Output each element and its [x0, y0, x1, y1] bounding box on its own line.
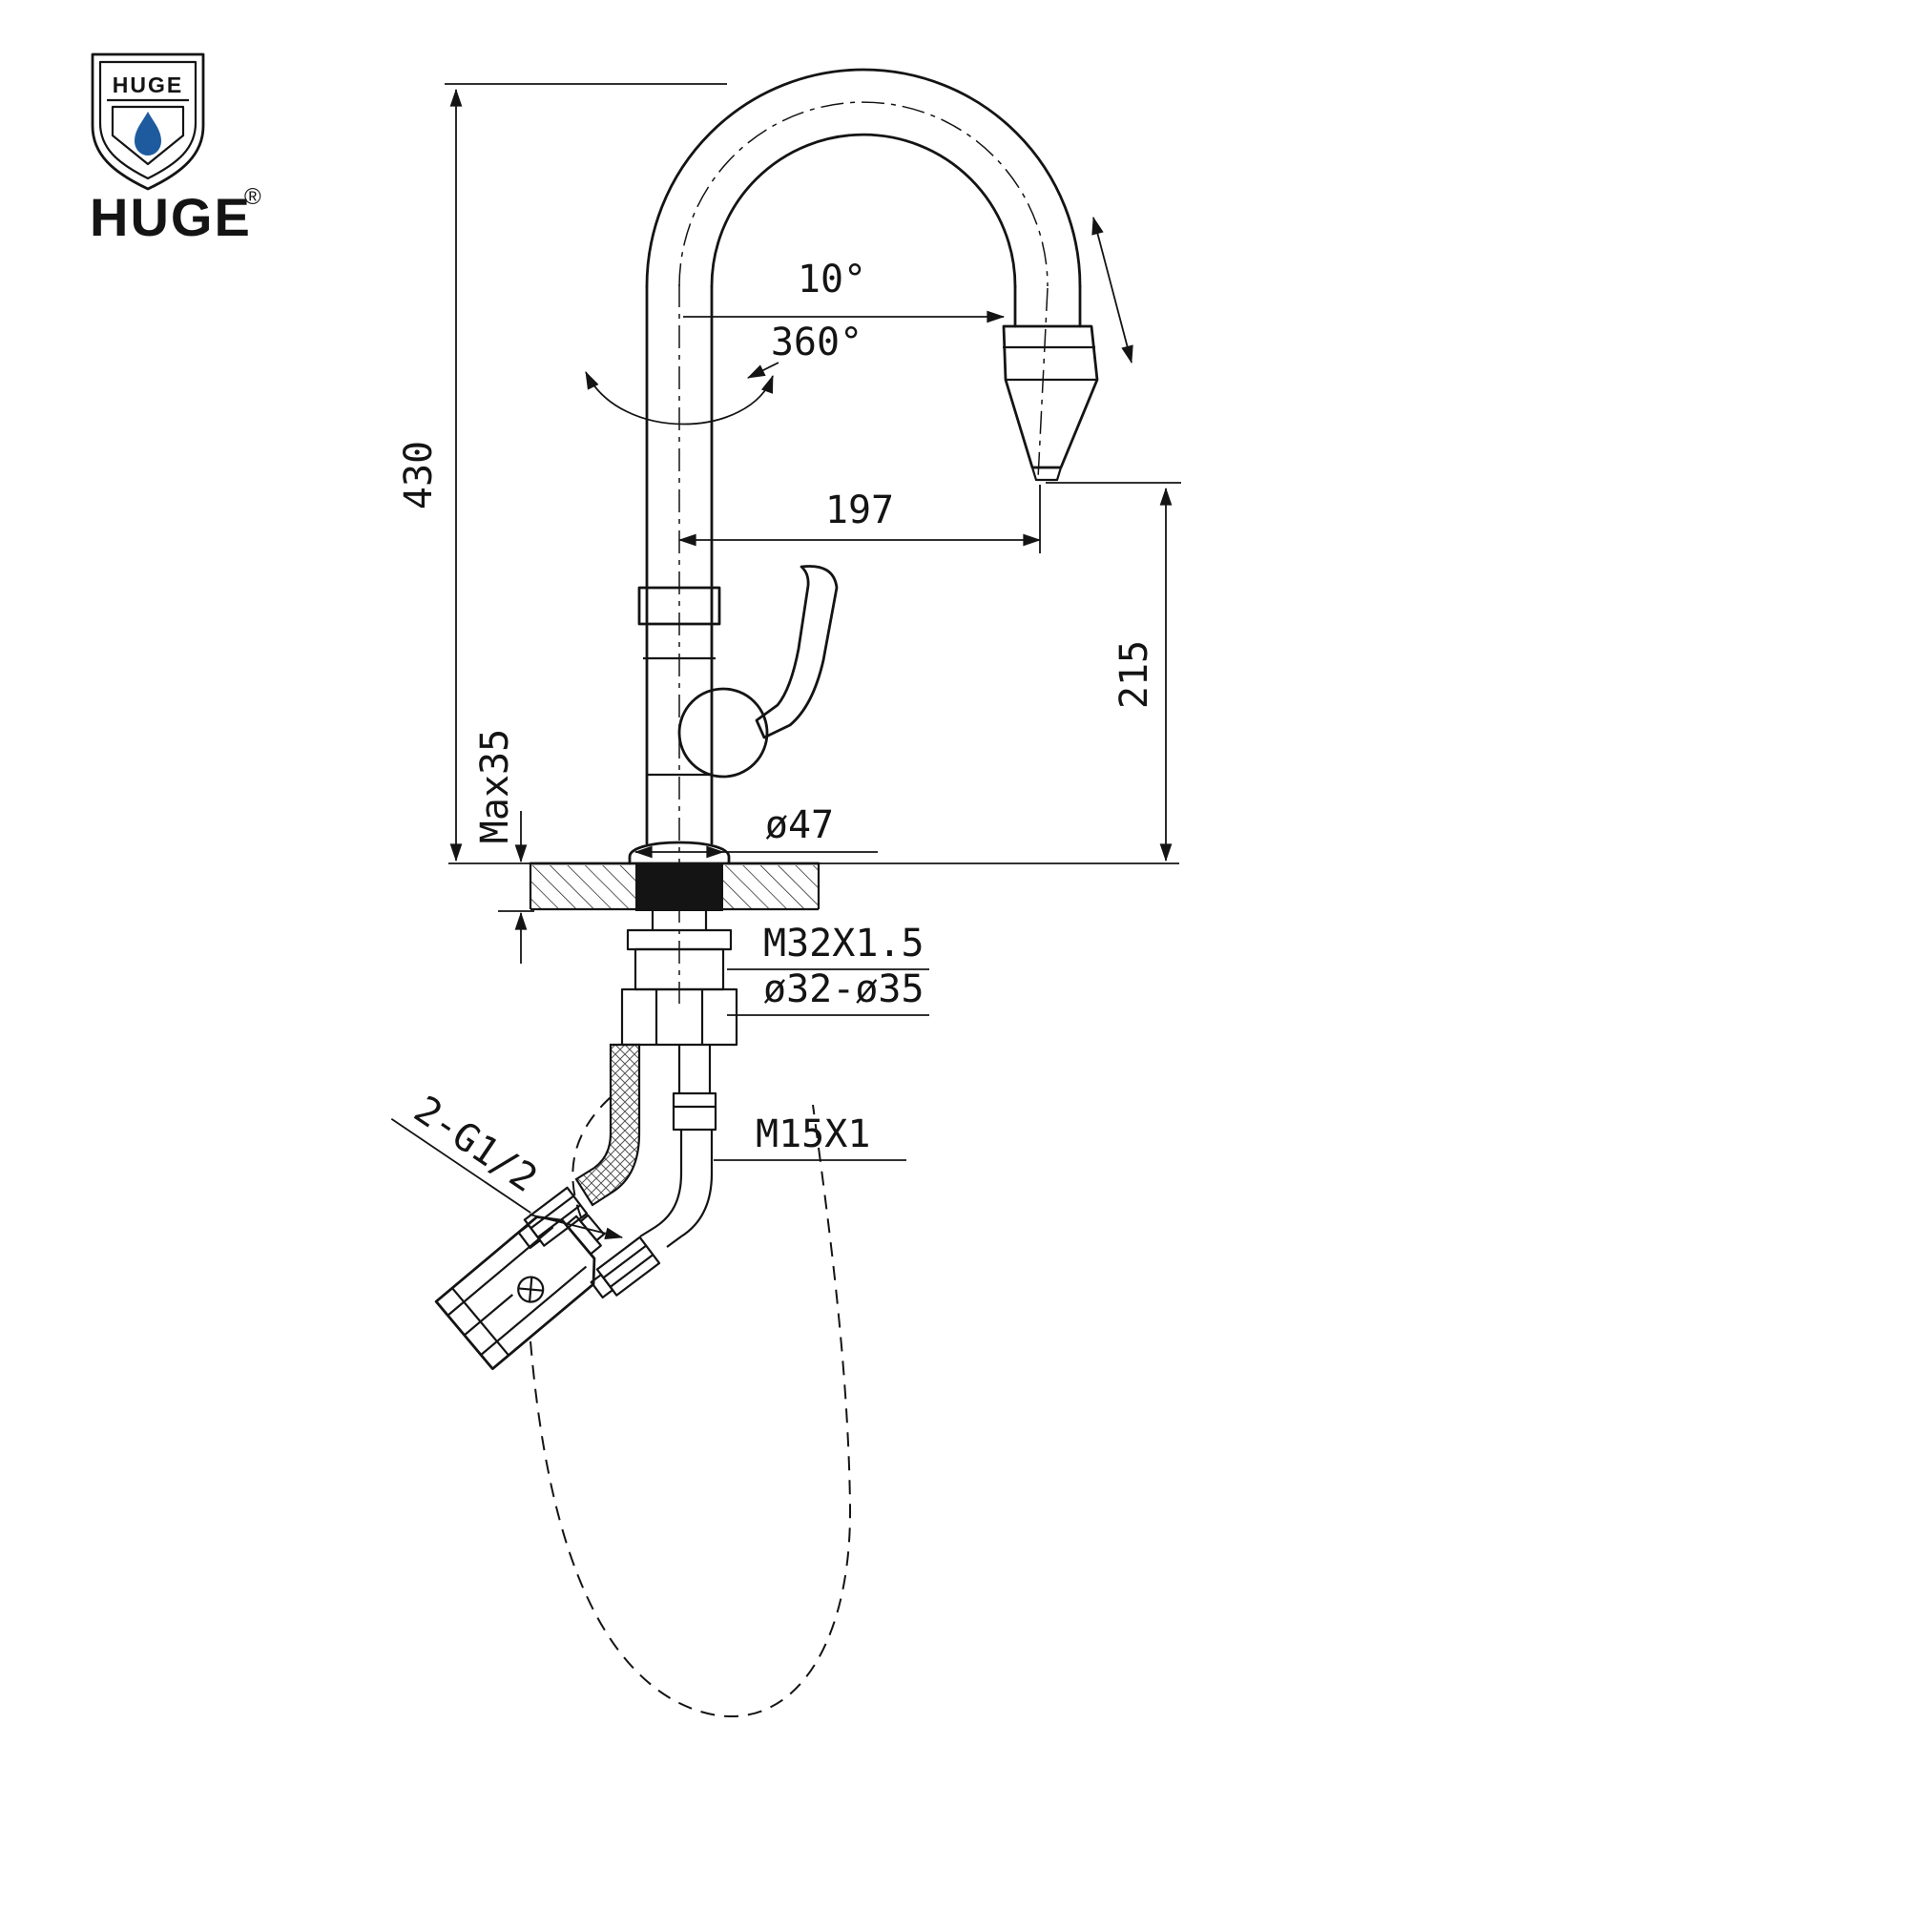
supply-hose: [639, 1045, 717, 1248]
counter-hatch-left: [530, 865, 635, 909]
water-drop-icon: [135, 112, 161, 156]
centerlines: [678, 101, 1049, 1004]
hose-dashed-upper: [571, 1096, 612, 1230]
centerline-spray: [1037, 287, 1049, 480]
dim-outlet-height-label: 215: [1112, 640, 1156, 709]
dim-total-height: 430: [397, 83, 727, 862]
pullout-hose-dashed: [530, 1096, 852, 1717]
spray-tilt-angle-label: 10°: [798, 258, 866, 301]
counter-hatch-right: [723, 865, 819, 909]
logo-shield-text: HUGE: [113, 73, 183, 97]
spray-head: [1002, 324, 1099, 482]
dim-hose-thread-label: M15X1: [756, 1112, 870, 1156]
pullout-direction-arrow: [1091, 216, 1133, 364]
centerline-gooseneck: [678, 101, 1049, 287]
hose-coupler: [672, 1091, 717, 1132]
logo-shield-outer: [91, 52, 205, 191]
rotation-arrow: [585, 370, 774, 426]
logo-pentagon: [111, 105, 185, 166]
dim-base-diameter: ø47: [634, 803, 878, 859]
under-counter-hardware: [517, 911, 738, 1299]
dim-mounting-thread: M32X1.5: [727, 922, 929, 970]
dim-hose-thread: M15X1: [714, 1112, 906, 1161]
swivel-angle-label: 360°: [771, 321, 862, 364]
dim-outlet-height: 215: [1046, 482, 1181, 862]
brand-wordmark: HUGE: [90, 187, 252, 247]
dim-deck-thickness: Max35: [473, 729, 534, 964]
dim-mounting-thread-label: M32X1.5: [763, 922, 924, 966]
counter-deck: [448, 862, 1179, 911]
hose-fitting-b: [590, 1236, 661, 1299]
faucet-outline: [628, 68, 1099, 865]
brand-logo: HUGE HUGE ®: [90, 52, 261, 247]
swivel-angle: 360°: [585, 321, 862, 426]
valve-body: [677, 687, 769, 779]
swivel-collar: [637, 586, 721, 777]
dim-spout-reach: 197: [677, 485, 1042, 553]
logo-shield-inner: [98, 60, 197, 180]
dim-spout-reach-label: 197: [825, 488, 894, 532]
dim-hole-diameter: ø32-ø35: [727, 967, 929, 1016]
annotations: 10° 360°: [585, 216, 1133, 426]
dim-hole-diameter-label: ø32-ø35: [763, 967, 924, 1011]
dimensions: 430 197 215 Max35 ø47: [390, 83, 1181, 1239]
dim-total-height-label: 430: [397, 441, 441, 509]
handle-lever: [755, 565, 839, 739]
dim-base-diameter-label: ø47: [765, 803, 834, 847]
dim-supply-connections-label: 2-G1/2: [406, 1088, 546, 1201]
aerator-tip: [1030, 466, 1063, 482]
hose-dashed-loop: [530, 1104, 852, 1717]
gasket: [635, 863, 723, 911]
registered-mark: ®: [244, 184, 261, 210]
gooseneck-spout: [645, 68, 1082, 845]
dim-deck-thickness-label: Max35: [473, 729, 517, 843]
spray-tilt-angle: 10°: [683, 258, 1006, 323]
braided-supply-hose: [574, 1043, 641, 1207]
